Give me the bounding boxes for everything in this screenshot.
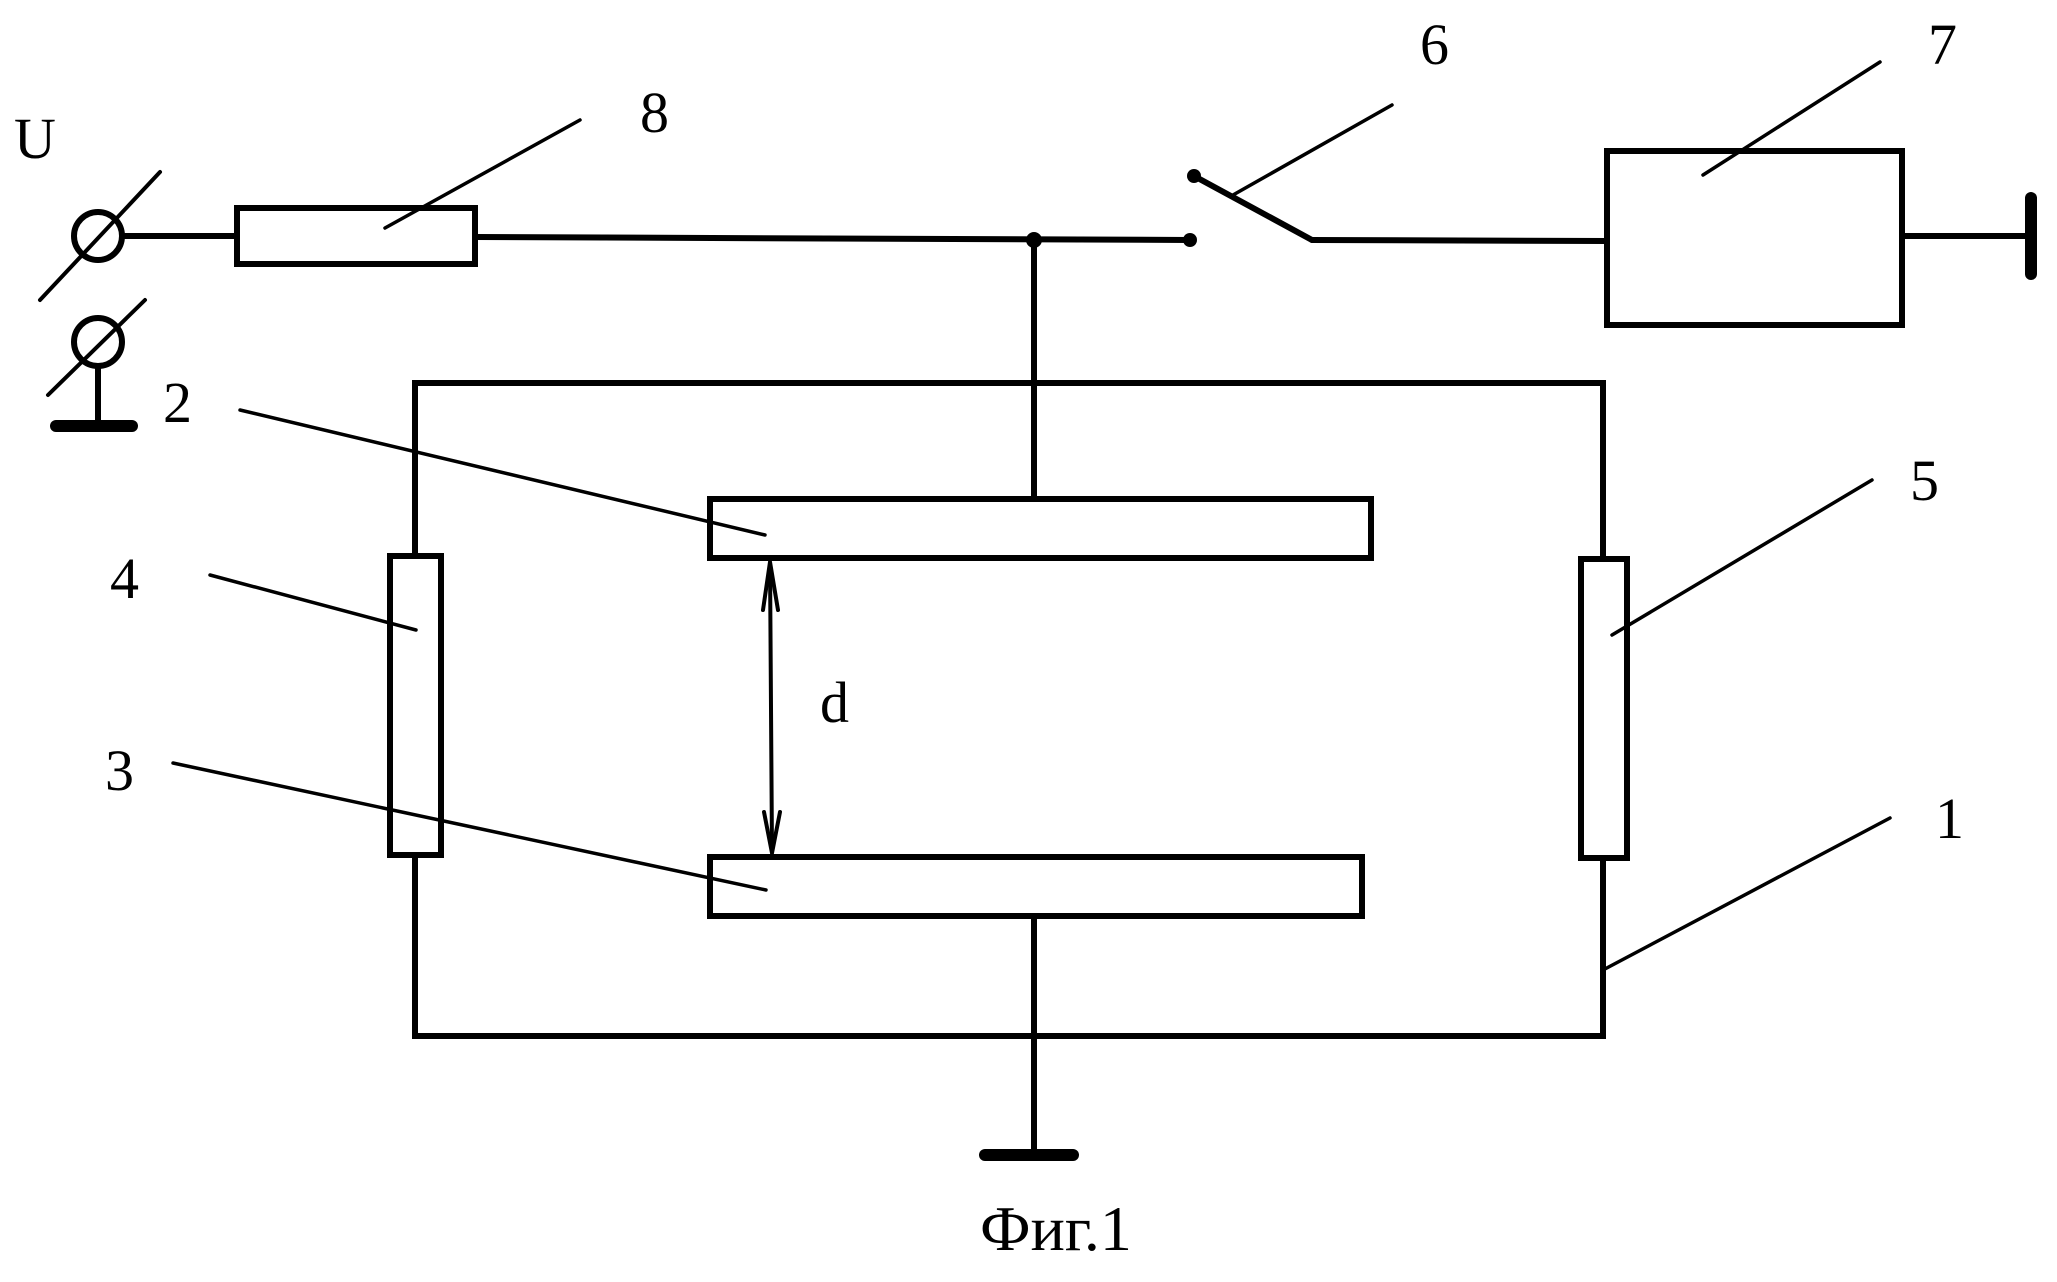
callout-8: 8	[640, 80, 669, 145]
insulator-left-body	[387, 553, 444, 858]
callout-7: 7	[1928, 12, 1957, 77]
switch-fixed-contact	[1183, 233, 1197, 247]
housing-bottom-wall	[412, 852, 1606, 1039]
terminal-negative-slash	[46, 298, 147, 397]
callout-4: 4	[110, 546, 139, 611]
lower-electrode-body	[707, 854, 1365, 919]
resistor-leader-line	[383, 118, 582, 230]
callout-1: 1	[1935, 786, 1964, 851]
voltage-source: U	[14, 106, 162, 432]
insulator-left-leader-line	[208, 573, 418, 632]
lower-electrode-leader-line	[171, 761, 768, 892]
terminal-negative-icon	[71, 315, 125, 369]
load-unit-leader-line	[1701, 60, 1882, 177]
voltage-label: U	[14, 106, 56, 171]
housing-top-wall	[412, 380, 1606, 562]
switch-6: 6	[1183, 12, 1449, 247]
switch-leader-line	[1231, 103, 1394, 197]
figure-caption: Фиг.1	[980, 1193, 1132, 1264]
insulator-5: 5	[1578, 448, 1939, 861]
wire-switch-load	[1309, 237, 1610, 244]
gap-dimension: d	[761, 560, 849, 855]
gap-arrow-up-icon	[761, 561, 780, 612]
callout-5: 5	[1910, 448, 1939, 513]
wire-main-bus	[472, 234, 1193, 243]
resistor-body	[234, 205, 478, 267]
gap-dimension-line	[768, 560, 774, 855]
load-unit-7: 7	[1604, 12, 2037, 328]
terminal-positive-slash	[38, 170, 162, 302]
switch-blade	[1191, 173, 1315, 243]
housing-leader-line	[1601, 816, 1892, 972]
upper-electrode-body	[707, 496, 1374, 561]
callout-2: 2	[163, 370, 192, 435]
insulator-right-body	[1578, 556, 1630, 861]
load-unit-body	[1604, 148, 1905, 328]
lower-electrode-3: 3	[105, 738, 1365, 919]
insulator-4: 4	[110, 546, 444, 858]
upper-electrode-leader-line	[238, 408, 767, 537]
housing-1: 1	[412, 380, 1964, 1039]
insulator-right-leader-line	[1610, 478, 1874, 637]
upper-electrode-2: 2	[163, 370, 1374, 561]
gap-label: d	[820, 670, 849, 735]
gap-arrow-down-icon	[762, 810, 782, 854]
callout-3: 3	[105, 738, 134, 803]
callout-6: 6	[1420, 12, 1449, 77]
